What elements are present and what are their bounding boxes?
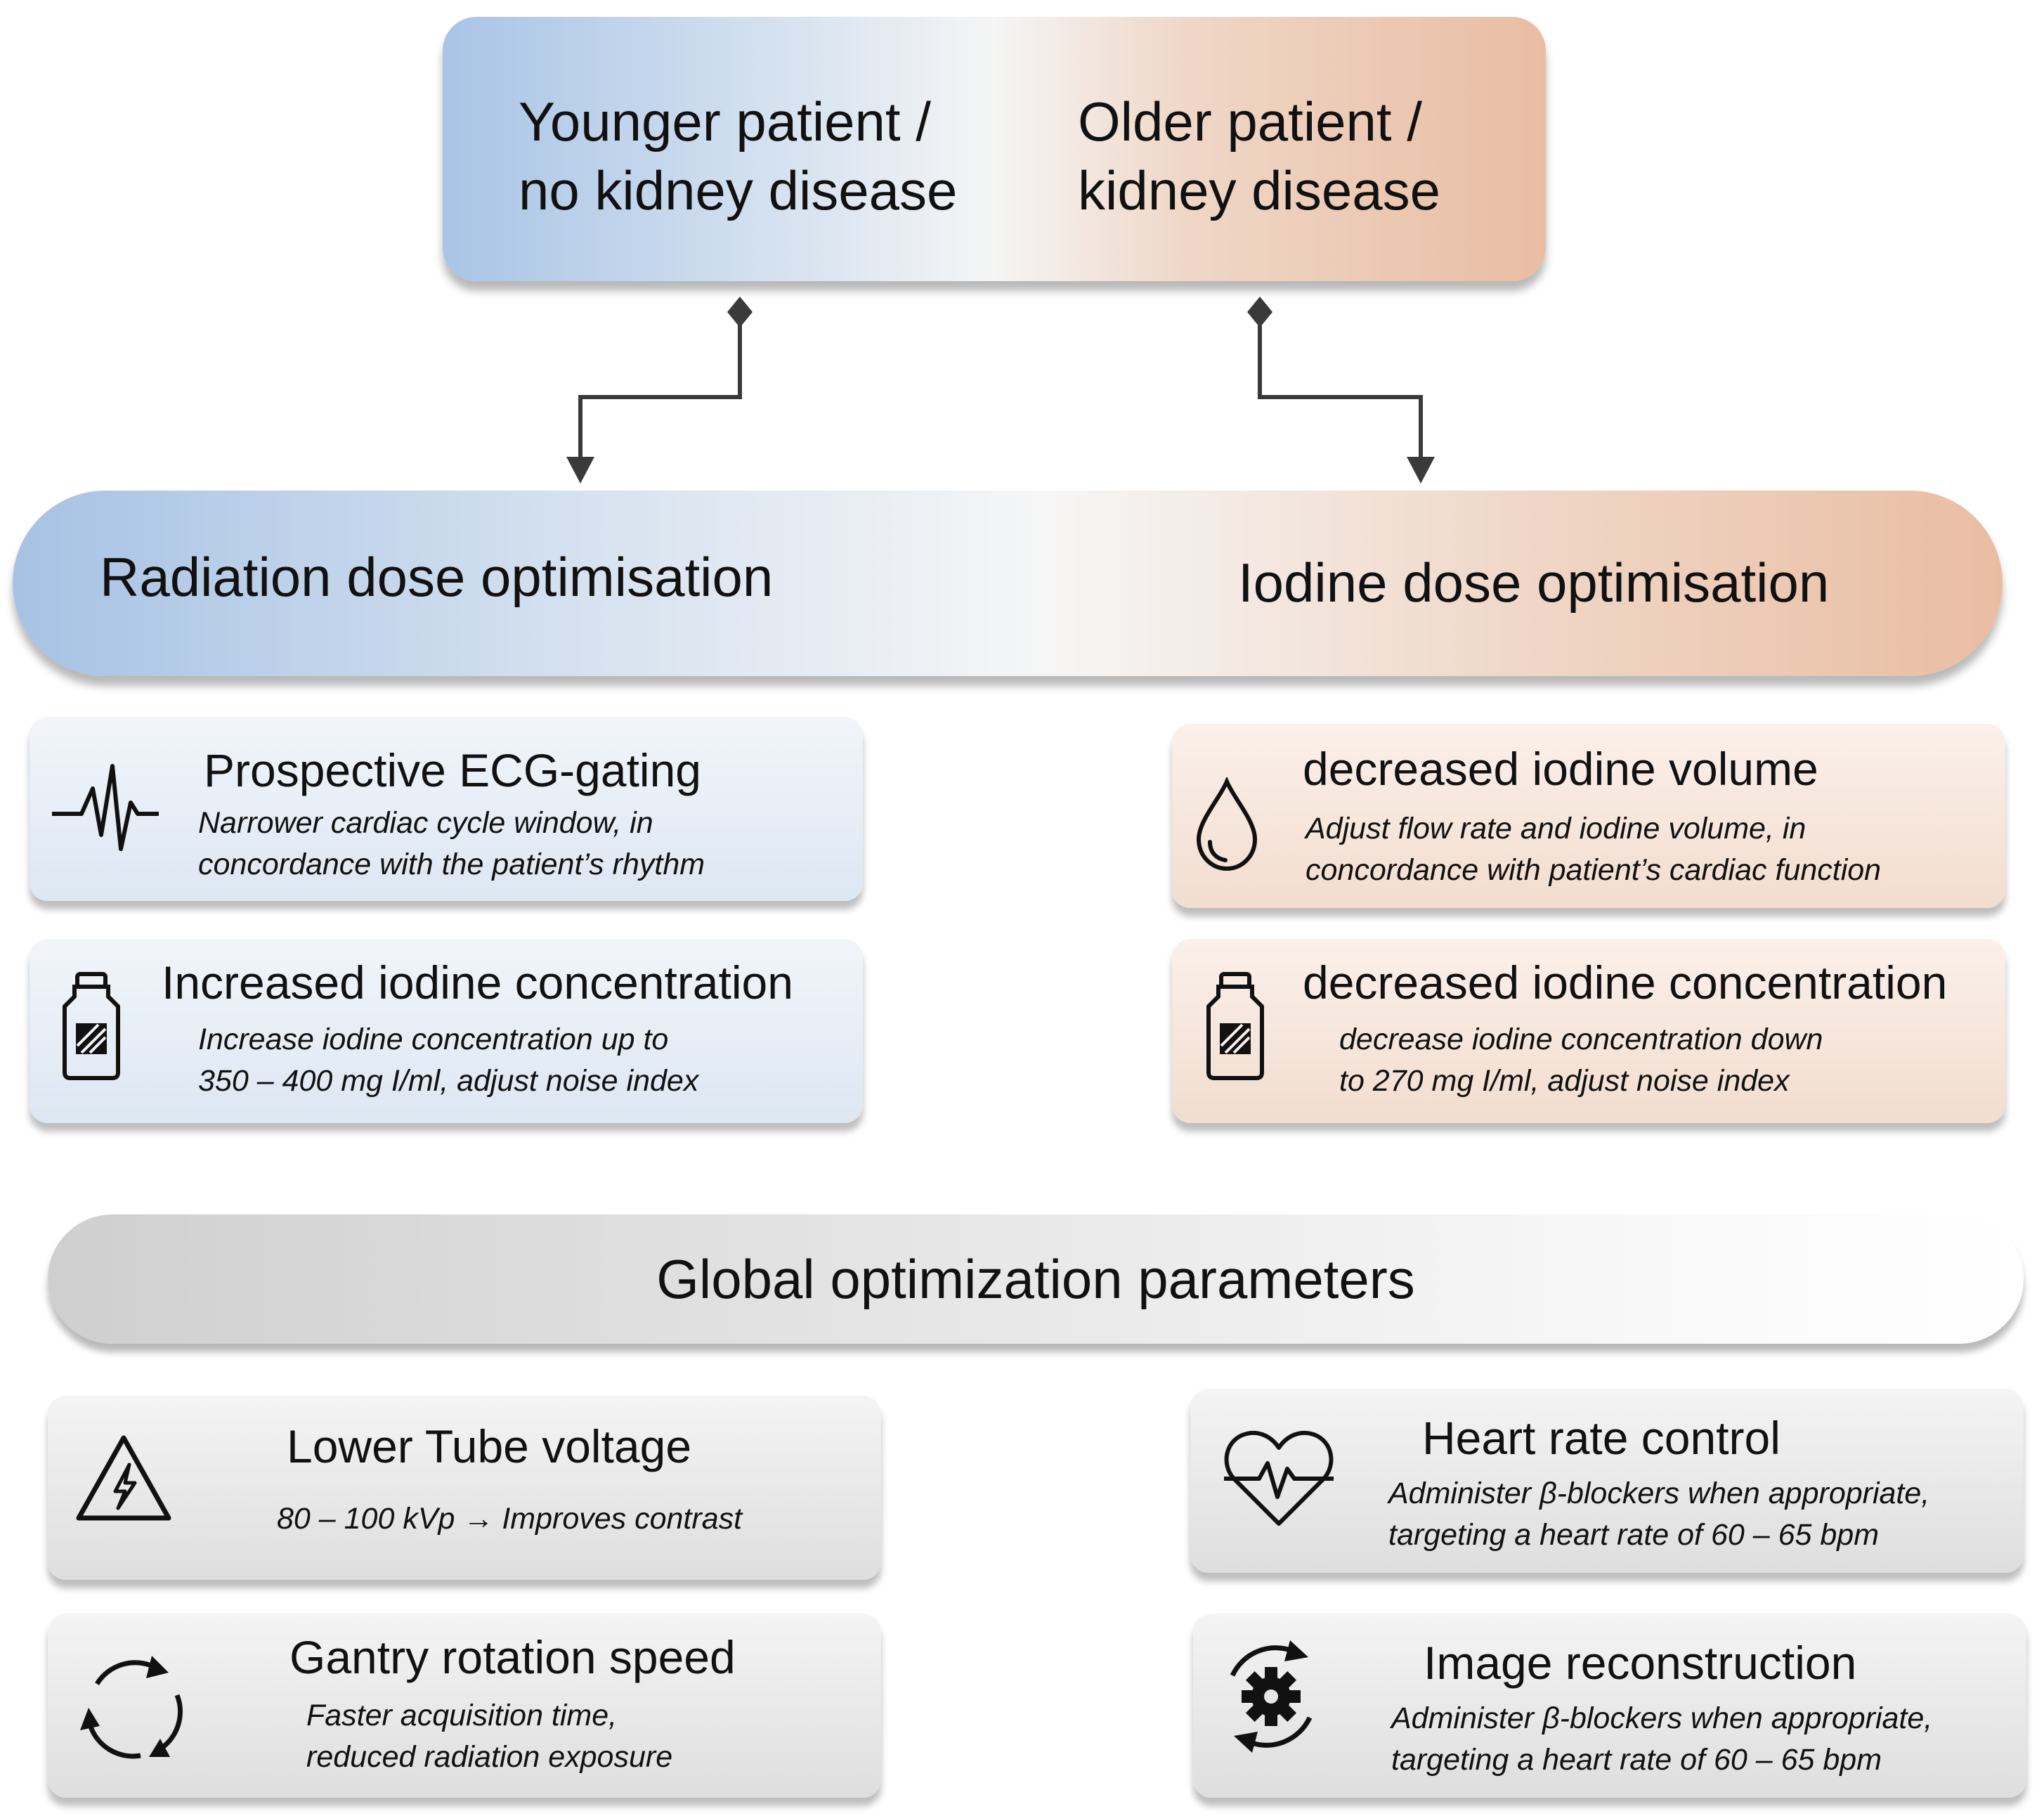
older-to-iodine-connector	[1258, 312, 1423, 464]
card-text-line2: concordance with patient’s cardiac funct…	[1306, 853, 1882, 887]
card-title: Image reconstruction	[1424, 1637, 1857, 1689]
younger-patient-label-line2: no kidney disease	[519, 160, 958, 221]
card-text-line2: reduced radiation exposure	[306, 1740, 673, 1774]
heart-pulse-icon	[1224, 1430, 1334, 1526]
card-title: Lower Tube voltage	[287, 1420, 692, 1472]
high-voltage-warning-icon	[76, 1435, 171, 1521]
card-text-line1: Narrower cardiac cycle window, in	[198, 806, 653, 840]
card-text-line2: to 270 mg I/ml, adjust noise index	[1339, 1064, 1790, 1098]
optimisation-pill: Radiation dose optimisation Iodine dose …	[13, 491, 2003, 676]
card-text-line1: Increase iodine concentration up to	[198, 1023, 669, 1056]
younger-to-radiation-connector	[578, 312, 742, 464]
card-title: Increased iodine concentration	[162, 956, 793, 1008]
card-text-line1: Adjust flow rate and iodine volume, in	[1306, 812, 1807, 845]
card-text-line1: decrease iodine concentration down	[1339, 1023, 1823, 1056]
card-text-line2: concordance with the patient’s rhythm	[198, 848, 705, 881]
card-title: Heart rate control	[1422, 1412, 1781, 1464]
ecg-waveform-icon	[52, 764, 159, 851]
card-text-line2: targeting a heart rate of 60 – 65 bpm	[1391, 1743, 1882, 1777]
global-parameters-banner: Global optimization parameters	[48, 1214, 2024, 1344]
rotation-arrows-icon	[80, 1656, 183, 1759]
card-title: Gantry rotation speed	[289, 1631, 736, 1683]
older-patient-label-line1: Older patient /	[1078, 91, 1422, 153]
card-text-line1: Faster acquisition time,	[306, 1699, 618, 1732]
card-title: Prospective ECG-gating	[204, 744, 701, 796]
younger-patient-label-line1: Younger patient /	[519, 91, 931, 153]
radiation-arrowhead	[566, 457, 594, 484]
card-text-line1: Administer β-blockers when appropriate,	[1391, 1701, 1933, 1735]
contrast-vial-icon	[1206, 972, 1264, 1080]
ecg-gating-card: Prospective ECG-gating Narrower cardiac …	[30, 717, 863, 901]
iodine-dose-title: Iodine dose optimisation	[1238, 552, 1830, 614]
image-reconstruction-card: Image reconstruction Administer β-blocke…	[1193, 1614, 2026, 1798]
card-text-line1: Administer β-blockers when appropriate,	[1388, 1477, 1930, 1510]
droplet-icon	[1196, 777, 1258, 871]
older-diamond-marker	[1247, 297, 1272, 327]
radiation-dose-title: Radiation dose optimisation	[100, 546, 774, 608]
card-title: decreased iodine volume	[1303, 743, 1818, 795]
card-title: decreased iodine concentration	[1303, 956, 1948, 1008]
gear-cycle-icon	[1230, 1640, 1313, 1753]
patient-group-box: Younger patient / no kidney disease Olde…	[443, 17, 1546, 281]
card-text-line2: targeting a heart rate of 60 – 65 bpm	[1388, 1518, 1880, 1552]
tube-voltage-card: Lower Tube voltage 80 – 100 kVp → Improv…	[48, 1396, 881, 1580]
contrast-vial-icon	[63, 972, 120, 1080]
older-patient-label-line2: kidney disease	[1078, 160, 1440, 221]
gantry-rotation-card: Gantry rotation speed Faster acquisition…	[48, 1614, 881, 1798]
iodine-arrowhead	[1407, 457, 1435, 484]
younger-diamond-marker	[727, 297, 753, 327]
increased-iodine-concentration-card: Increased iodine concentration Increase …	[30, 939, 863, 1123]
heart-rate-control-card: Heart rate control Administer β-blockers…	[1190, 1389, 2024, 1573]
card-text-line2: 350 – 400 mg I/ml, adjust noise index	[198, 1064, 699, 1098]
global-parameters-title: Global optimization parameters	[656, 1248, 1415, 1310]
decreased-iodine-concentration-card: decreased iodine concentration decrease …	[1172, 939, 2005, 1123]
decreased-iodine-volume-card: decreased iodine volume Adjust flow rate…	[1172, 724, 2005, 908]
card-text-line1: 80 – 100 kVp → Improves contrast	[277, 1502, 743, 1536]
